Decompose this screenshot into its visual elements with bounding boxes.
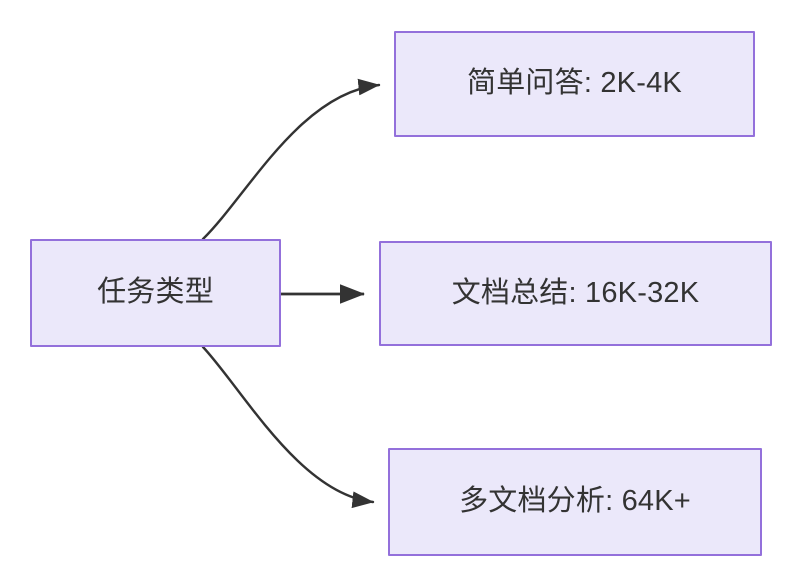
node-doc-summary[interactable]: 文档总结: 16K-32K xyxy=(379,241,772,346)
node-multi-doc[interactable]: 多文档分析: 64K+ xyxy=(388,448,762,556)
node-task-type[interactable]: 任务类型 xyxy=(30,239,281,347)
node-simple-qa-label: 简单问答: 2K-4K xyxy=(467,67,682,100)
edge-root-to-simple-qa xyxy=(201,78,381,241)
node-simple-qa[interactable]: 简单问答: 2K-4K xyxy=(394,31,755,137)
node-multi-doc-label: 多文档分析: 64K+ xyxy=(459,485,691,518)
node-task-type-label: 任务类型 xyxy=(97,276,214,309)
node-doc-summary-label: 文档总结: 16K-32K xyxy=(451,276,700,309)
edge-root-to-multi-doc xyxy=(201,345,375,509)
